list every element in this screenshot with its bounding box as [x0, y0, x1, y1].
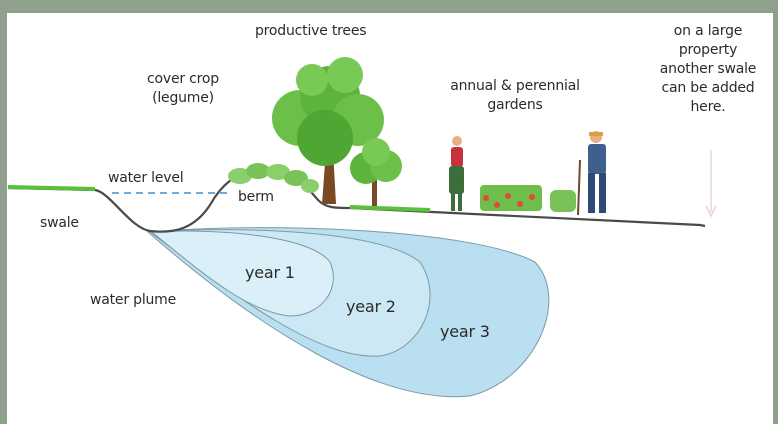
berm-label: berm: [238, 189, 274, 205]
cover-crop-label-line1: cover crop: [147, 71, 219, 87]
vegetable-plants-icon: [480, 185, 576, 212]
tree-icon: [272, 57, 384, 204]
woman-gardener-icon: [449, 136, 464, 211]
man-gardener-icon: [577, 131, 606, 216]
annual-gardens-label: annual & perennial gardens: [440, 77, 590, 115]
large-property-note-line3: another swale: [659, 61, 757, 77]
small-tree-icon: [350, 138, 402, 206]
plume-year-1: [150, 230, 334, 317]
cover-crop-label-line2: (legume): [152, 90, 214, 106]
large-property-note-line5: here.: [690, 99, 726, 115]
year-3-label: year 3: [440, 322, 490, 341]
water-level-label: water level: [108, 170, 184, 186]
large-property-note-line1: on a large: [673, 23, 743, 39]
year-1-label: year 1: [245, 263, 295, 282]
grass-right: [349, 205, 431, 212]
down-arrow-icon: [705, 150, 717, 218]
swale-label: swale: [40, 215, 79, 231]
annual-gardens-label-line2: gardens: [487, 97, 543, 113]
annual-gardens-label-line1: annual & perennial: [450, 78, 580, 94]
large-property-note: on a large property another swale can be…: [648, 22, 768, 117]
cover-crop-shrub-icon: [228, 163, 319, 193]
grass-left: [7, 185, 96, 191]
large-property-note-line4: can be added: [661, 80, 755, 96]
cover-crop-label: cover crop (legume): [128, 70, 238, 108]
water-plume-label: water plume: [90, 292, 177, 308]
productive-trees-label: productive trees: [255, 23, 367, 39]
large-property-note-line2: property: [678, 42, 738, 58]
year-2-label: year 2: [346, 297, 396, 316]
